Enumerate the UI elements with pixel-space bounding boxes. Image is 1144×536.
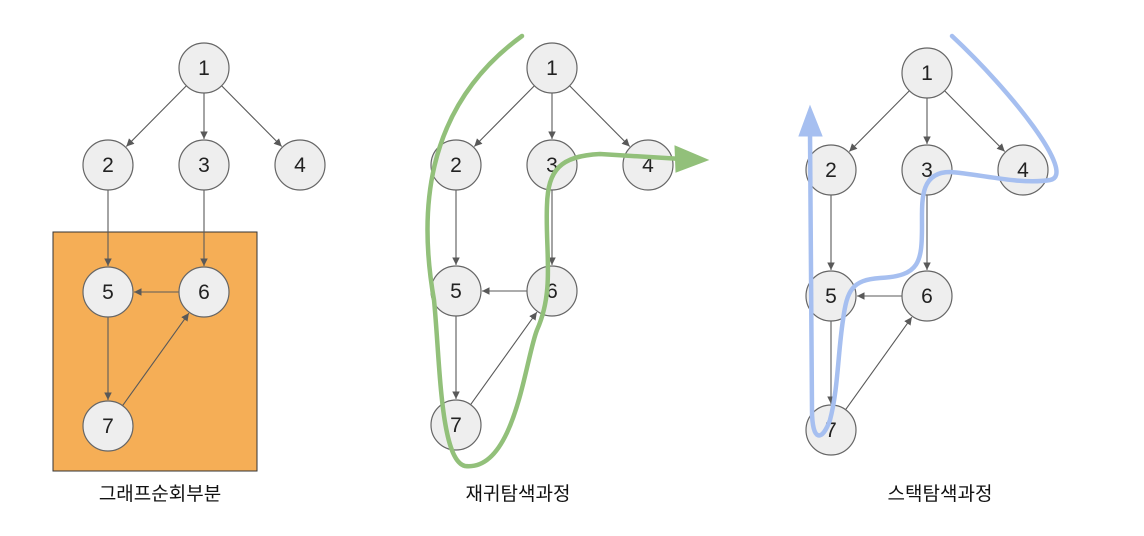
edge-1-2 <box>848 90 910 152</box>
node-label: 4 <box>642 154 654 177</box>
edge-1-4 <box>944 90 1006 152</box>
node-1: 1 <box>526 42 578 94</box>
node-label: 7 <box>825 419 837 442</box>
node-label: 3 <box>921 159 933 182</box>
node-label: 1 <box>198 57 210 80</box>
edge-7-6 <box>845 316 913 410</box>
node-label: 5 <box>102 281 114 304</box>
node-6: 6 <box>901 270 953 322</box>
node-7: 7 <box>82 400 134 452</box>
node-5: 5 <box>82 266 134 318</box>
node-6: 6 <box>526 265 578 317</box>
panel-3: 1 2 3 4 5 6 7 스택탐색과정 <box>798 33 1059 505</box>
panel-caption: 스택탐색과정 <box>888 483 993 505</box>
node-6: 6 <box>178 266 230 318</box>
node-4: 4 <box>997 144 1049 196</box>
node-label: 7 <box>102 415 114 438</box>
panel-caption: 그래프순회부분 <box>99 483 221 505</box>
node-2: 2 <box>805 144 857 196</box>
node-label: 6 <box>546 280 558 303</box>
node-4: 4 <box>622 139 674 191</box>
node-4: 4 <box>274 139 326 191</box>
node-circle <box>901 47 953 99</box>
node-label: 3 <box>546 154 558 177</box>
node-circle <box>274 139 326 191</box>
node-circle <box>526 265 578 317</box>
traversal-arrowhead <box>798 104 823 137</box>
node-1: 1 <box>901 47 953 99</box>
node-circle <box>526 42 578 94</box>
node-label: 3 <box>198 154 210 177</box>
traversal-path <box>425 33 701 469</box>
node-label: 7 <box>450 414 462 437</box>
edge-1-4 <box>221 85 283 147</box>
node-label: 4 <box>294 154 306 177</box>
edge-7-6 <box>470 311 538 405</box>
node-label: 5 <box>825 285 837 308</box>
node-5: 5 <box>430 265 482 317</box>
node-2: 2 <box>82 139 134 191</box>
subgraph-highlight-box <box>52 231 258 472</box>
traversal-path <box>807 33 1059 438</box>
node-circle <box>526 139 578 191</box>
panel-1: 1 2 3 4 5 6 7 그래프순회부분 <box>52 42 326 505</box>
node-circle <box>178 266 230 318</box>
node-circle <box>178 42 230 94</box>
node-7: 7 <box>430 399 482 451</box>
node-circle <box>82 139 134 191</box>
node-label: 2 <box>450 154 462 177</box>
node-3: 3 <box>178 139 230 191</box>
node-1: 1 <box>178 42 230 94</box>
edge-1-2 <box>473 85 535 147</box>
node-label: 6 <box>198 281 210 304</box>
node-label: 1 <box>921 62 933 85</box>
node-3: 3 <box>526 139 578 191</box>
node-7: 7 <box>805 404 857 456</box>
node-label: 2 <box>102 154 114 177</box>
edge-1-4 <box>569 85 631 147</box>
node-circle <box>901 270 953 322</box>
node-circle <box>178 139 230 191</box>
edge-1-2 <box>125 85 187 147</box>
traversal-arrowhead <box>674 145 710 173</box>
panel-caption: 재귀탐색과정 <box>466 483 571 505</box>
node-circle <box>622 139 674 191</box>
node-label: 2 <box>825 159 837 182</box>
node-circle <box>82 266 134 318</box>
panel-2: 1 2 3 4 5 6 7 재귀탐색과정 <box>425 33 710 505</box>
edge-7-6 <box>122 312 190 406</box>
node-circle <box>82 400 134 452</box>
node-label: 1 <box>546 57 558 80</box>
node-label: 6 <box>921 285 933 308</box>
node-label: 4 <box>1017 159 1029 182</box>
node-2: 2 <box>430 139 482 191</box>
node-circle <box>430 139 482 191</box>
node-label: 5 <box>450 280 462 303</box>
node-circle <box>805 144 857 196</box>
